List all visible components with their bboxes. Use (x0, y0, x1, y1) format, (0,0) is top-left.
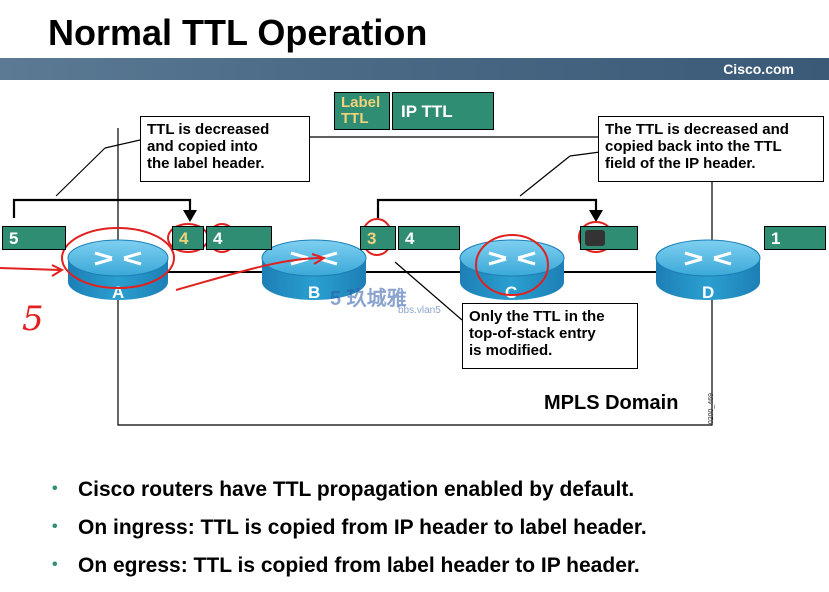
router-b-label: B (308, 283, 320, 302)
watermark-url: bbs.vlan5 (398, 305, 441, 316)
bullet-text: On egress: TTL is copied from label head… (78, 554, 640, 577)
bullet-text: Cisco routers have TTL propagation enabl… (78, 478, 635, 501)
router-a-label: A (112, 283, 124, 302)
bullet-item: • On egress: TTL is copied from label hea… (52, 554, 647, 592)
ttl-copy-arrow (12, 198, 192, 218)
packet-b-c-label: 3 (360, 226, 396, 250)
bullet-item: • Cisco routers have TTL propagation enab… (52, 478, 647, 516)
bullet-icon: • (52, 480, 58, 497)
brand-label: Cisco.com (723, 61, 794, 77)
callout-connector (569, 151, 601, 157)
packet-a-b-label: 4 (172, 226, 204, 250)
legend-label-ttl: Label TTL (334, 92, 390, 130)
red-annotations (0, 218, 614, 296)
arrowhead (183, 210, 197, 222)
router-d: D (655, 239, 761, 302)
mpls-domain-label: MPLS Domain (544, 392, 679, 414)
bullet-item: • On ingress: TTL is copied from IP heade… (52, 516, 647, 554)
header-bar (0, 58, 829, 80)
figure-code: 0200_469 (708, 393, 715, 425)
callout-connector (55, 147, 106, 197)
router-a: A (67, 239, 169, 302)
packet-before-a: 5 (2, 226, 66, 250)
legend-ip-ttl: IP TTL (392, 92, 494, 130)
packet-a-b-ip: 4 (206, 226, 272, 250)
bullet-text: On ingress: TTL is copied from IP header… (78, 516, 647, 539)
callout-egress: The TTL is decreased and copied back int… (598, 116, 824, 182)
bullet-list: • Cisco routers have TTL propagation enab… (52, 478, 647, 592)
callout-connector (519, 155, 571, 197)
router-c: C (459, 239, 565, 302)
router-c-label: C (505, 283, 517, 302)
arrowhead (589, 210, 603, 222)
callout-top-of-stack: Only the TTL in the top-of-stack entry i… (462, 303, 638, 369)
bullet-icon: • (52, 556, 58, 573)
bullet-icon: • (52, 518, 58, 535)
packet-b-c-ip: 4 (398, 226, 460, 250)
packet-after-d: 1 (764, 226, 826, 250)
handwritten-mark: 5 (22, 299, 44, 339)
watermark: 5 玖城雅 (330, 288, 407, 310)
ttl-copy-arrow (376, 198, 598, 218)
callout-ingress: TTL is decreased and copied into the lab… (140, 116, 310, 182)
callout-connector (104, 139, 141, 149)
page-title: Normal TTL Operation (48, 12, 428, 53)
router-d-label: D (702, 283, 714, 302)
scribbled-value (585, 230, 605, 246)
